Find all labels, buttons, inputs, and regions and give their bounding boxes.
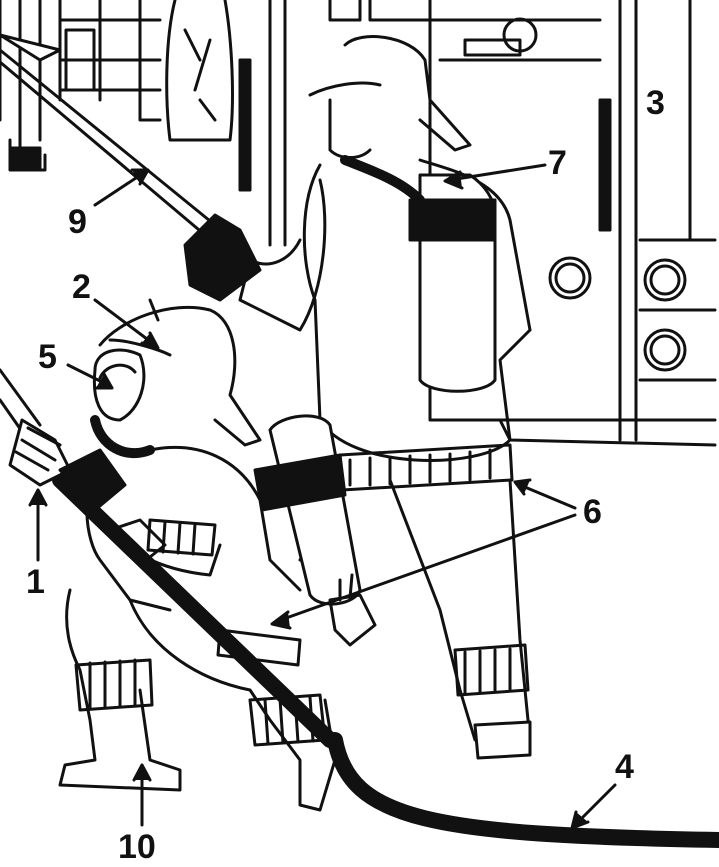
callout-label-4: 4 <box>615 750 634 784</box>
arrow-7 <box>445 165 545 188</box>
callout-label-6: 6 <box>583 495 602 529</box>
callout-label-9: 9 <box>68 205 87 239</box>
nozzle <box>0 370 70 485</box>
arrow-6a <box>515 480 575 508</box>
callout-label-5: 5 <box>38 340 57 374</box>
arrow-4 <box>572 785 615 828</box>
callout-label-3: 3 <box>646 86 665 120</box>
callout-label-7: 7 <box>548 146 567 180</box>
hose-line <box>60 480 719 840</box>
arrow-10 <box>134 765 150 825</box>
callout-label-10: 10 <box>118 830 156 864</box>
arrow-9 <box>95 170 148 205</box>
pike-pole <box>0 35 215 235</box>
callout-label-2: 2 <box>72 270 91 304</box>
arrow-1 <box>30 490 46 560</box>
callout-label-1: 1 <box>26 565 45 599</box>
